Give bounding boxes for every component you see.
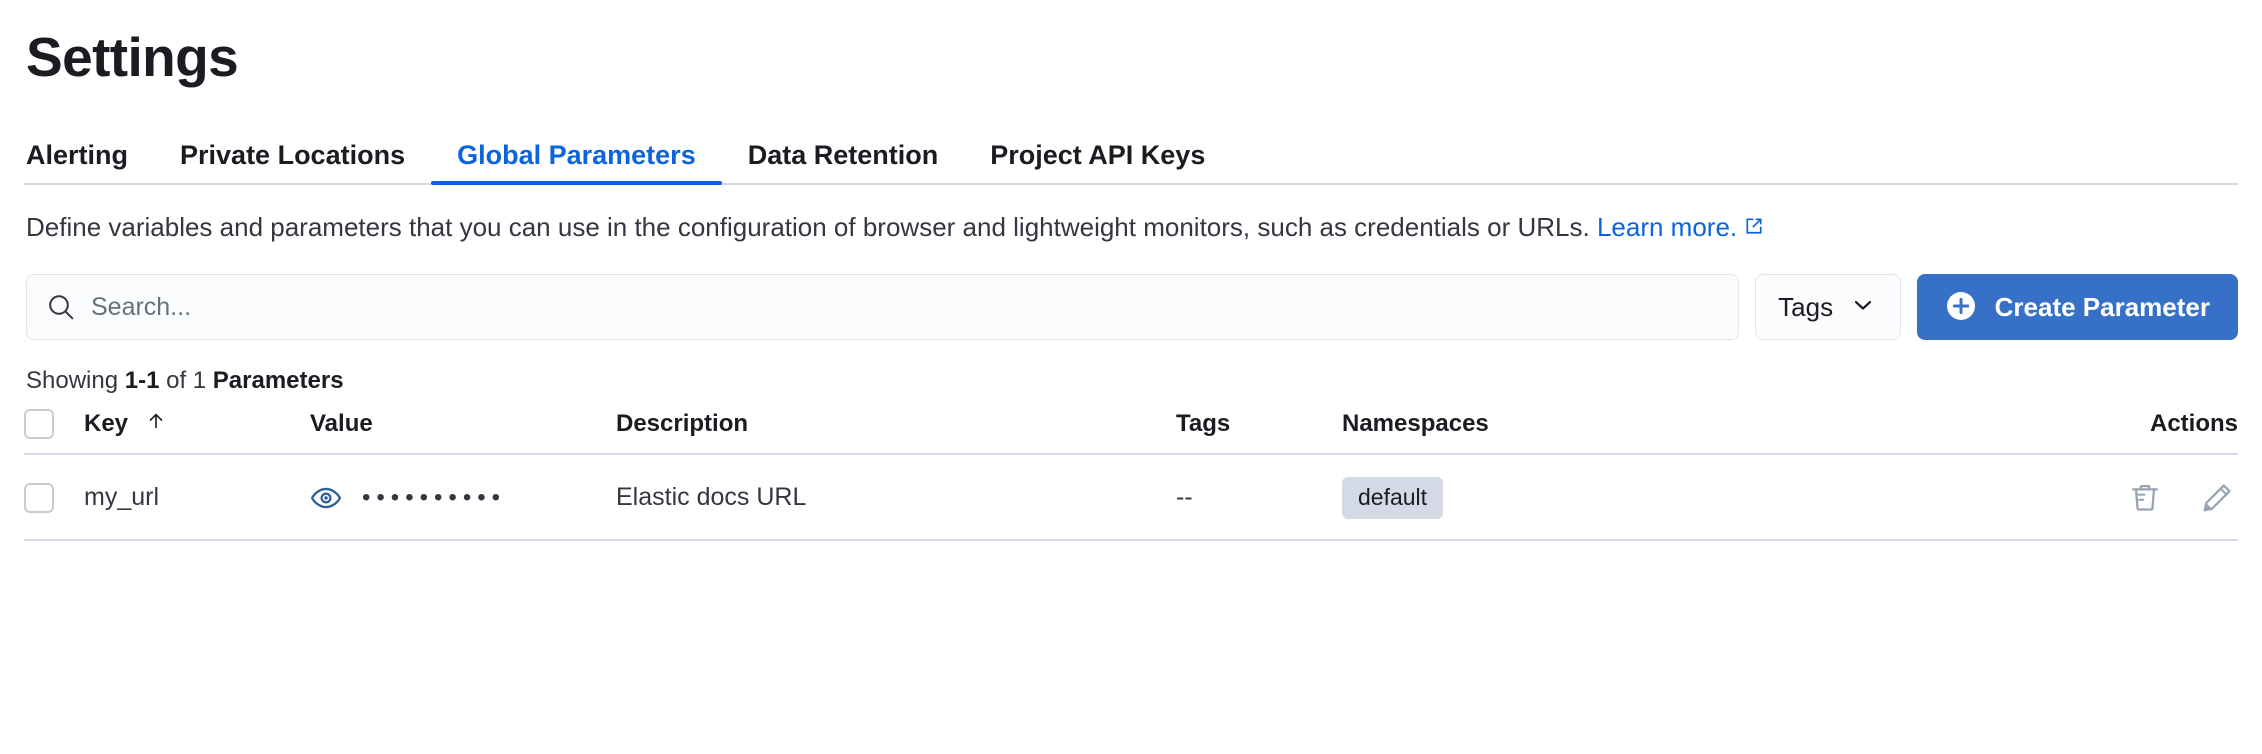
column-header-value: Value xyxy=(310,409,616,456)
tab-global-parameters[interactable]: Global Parameters xyxy=(431,140,722,185)
tab-project-api-keys[interactable]: Project API Keys xyxy=(964,142,1231,183)
column-label: Actions xyxy=(2149,410,2238,438)
page-title: Settings xyxy=(26,26,239,88)
cell-value: •••••••••• xyxy=(310,454,616,541)
column-label: Namespaces xyxy=(1342,410,1489,438)
cell-description: Elastic docs URL xyxy=(616,454,1176,541)
tab-label: Project API Keys xyxy=(990,140,1206,170)
table-header-row: Key Value Description Tag xyxy=(24,409,2238,456)
description-text: Define variables and parameters that you… xyxy=(26,212,1597,242)
tab-label: Alerting xyxy=(26,140,129,170)
create-parameter-button[interactable]: Create Parameter xyxy=(1916,274,2238,341)
results-middle: of 1 xyxy=(159,367,213,395)
results-count: Showing 1-1 of 1 Parameters xyxy=(24,367,2238,395)
tab-bar: Alerting Private Locations Global Parame… xyxy=(24,127,2238,185)
masked-value: •••••••••• xyxy=(362,483,507,511)
column-label: Tags xyxy=(1176,410,1231,438)
column-header-namespaces: Namespaces xyxy=(1342,409,1982,456)
pencil-icon[interactable] xyxy=(2200,481,2234,515)
external-link-icon[interactable] xyxy=(1743,211,1765,245)
create-parameter-label: Create Parameter xyxy=(1994,291,2210,322)
namespace-badge: default xyxy=(1342,477,1444,519)
tags-filter-button[interactable]: Tags xyxy=(1754,274,1901,341)
row-checkbox[interactable] xyxy=(24,483,54,514)
tab-private-locations[interactable]: Private Locations xyxy=(154,142,431,183)
cell-key: my_url xyxy=(84,454,310,541)
trash-icon[interactable] xyxy=(2128,481,2162,515)
row-select-cell xyxy=(24,454,84,541)
table-body: my_url •••••••••• xyxy=(24,454,2238,541)
controls-row: Tags Create Parameter xyxy=(24,274,2238,341)
results-noun: Parameters xyxy=(212,367,344,395)
column-header-key[interactable]: Key xyxy=(84,409,310,456)
tab-data-retention[interactable]: Data Retention xyxy=(722,142,965,183)
column-label: Description xyxy=(616,410,749,438)
tab-label: Global Parameters xyxy=(457,140,696,170)
cell-actions xyxy=(1982,454,2238,541)
select-all-checkbox[interactable] xyxy=(24,409,54,440)
table-header: Key Value Description Tag xyxy=(24,409,2238,456)
table-row: my_url •••••••••• xyxy=(24,454,2238,541)
tab-label: Data Retention xyxy=(747,140,939,170)
tab-alerting[interactable]: Alerting xyxy=(26,142,154,183)
plus-circle-icon xyxy=(1945,290,1977,325)
search-input[interactable] xyxy=(91,292,1720,322)
results-range: 1-1 xyxy=(124,367,160,395)
search-box[interactable] xyxy=(26,274,1739,341)
cell-tags: -- xyxy=(1176,454,1342,541)
parameters-table: Key Value Description Tag xyxy=(24,409,2238,541)
column-header-description: Description xyxy=(616,409,1176,456)
cell-namespaces: default xyxy=(1342,454,1982,541)
results-prefix: Showing xyxy=(26,367,125,395)
page-description: Define variables and parameters that you… xyxy=(24,210,2204,245)
learn-more-link[interactable]: Learn more. xyxy=(1596,212,1738,242)
column-header-tags: Tags xyxy=(1176,409,1342,456)
arrow-up-icon xyxy=(145,410,167,439)
search-icon xyxy=(45,291,77,323)
column-label: Value xyxy=(310,410,373,438)
select-all-header xyxy=(24,409,84,456)
chevron-down-icon xyxy=(1849,291,1877,324)
tab-label: Private Locations xyxy=(180,140,406,170)
column-header-actions: Actions xyxy=(1982,409,2238,456)
tags-filter-label: Tags xyxy=(1778,291,1834,322)
column-label: Key xyxy=(84,409,129,437)
eye-icon[interactable] xyxy=(310,482,342,514)
